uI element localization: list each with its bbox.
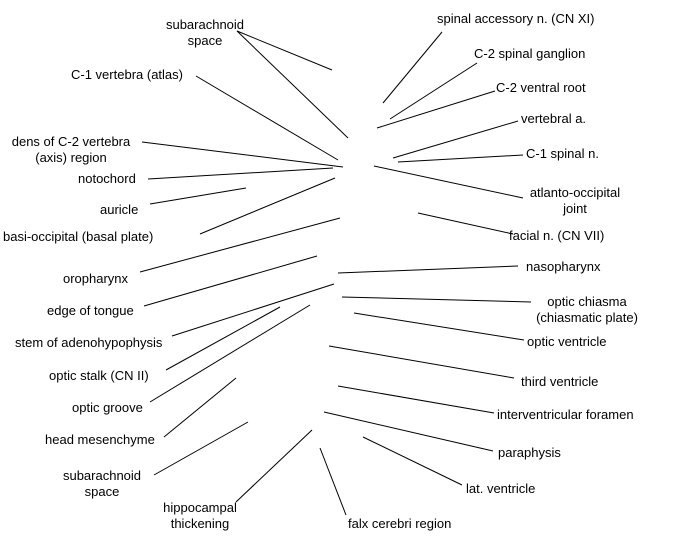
leader-c2-ventral-root <box>376 90 496 129</box>
label-optic-chiasma: optic chiasma (chiasmatic plate) <box>536 294 638 325</box>
label-c1-vertebra: C-1 vertebra (atlas) <box>71 67 183 82</box>
leader-optic-chiasma <box>341 296 532 303</box>
leader-notochord <box>147 167 334 180</box>
label-auricle: auricle <box>100 202 139 217</box>
label-edge-of-tongue: edge of tongue <box>47 303 134 318</box>
label-nasopharynx: nasopharynx <box>526 259 601 274</box>
label-subarachnoid-space-bottom: subarachnoid space <box>62 468 142 499</box>
leader-hippocampal-thickening <box>235 429 313 503</box>
label-falx-cerebri: falx cerebri region <box>348 516 452 531</box>
label-c2-ventral-root: C-2 ventral root <box>496 80 586 95</box>
label-head-mesenchyme: head mesenchyme <box>45 432 155 447</box>
label-facial-n: facial n. (CN VII) <box>509 228 605 243</box>
leader-vertebral-a <box>392 120 519 159</box>
leader-falx-cerebri <box>319 447 347 516</box>
label-c1-spinal-n: C-1 spinal n. <box>526 146 599 161</box>
leader-optic-ventricle <box>353 312 525 341</box>
leader-head-mesenchyme <box>163 377 237 438</box>
leader-dens <box>141 141 344 168</box>
leader-facial-n <box>417 212 514 235</box>
label-notochord: notochord <box>78 171 136 186</box>
leader-subarachnoid-space-bottom <box>153 421 249 476</box>
label-dens: dens of C-2 vertebra (axis) region <box>11 134 131 165</box>
label-atlanto-occipital: atlanto-occipital joint <box>529 185 621 216</box>
leader-c1-vertebra <box>195 75 339 161</box>
leader-interventricular-foramen <box>337 385 495 414</box>
leader-auricle <box>149 187 247 205</box>
leader-subarachnoid-space-top-a <box>236 30 333 71</box>
label-optic-stalk: optic stalk (CN II) <box>49 368 149 383</box>
label-interventricular-foramen: interventricular foramen <box>497 407 634 422</box>
leader-edge-of-tongue <box>143 255 318 307</box>
leader-oropharynx <box>139 217 341 273</box>
label-c2-spinal-ganglion: C-2 spinal ganglion <box>474 46 586 61</box>
leader-lat-ventricle <box>362 436 463 486</box>
label-vertebral-a: vertebral a. <box>521 111 587 126</box>
label-subarachnoid-space-top: subarachnoid space <box>165 17 245 48</box>
leader-optic-stalk <box>165 306 281 371</box>
label-hippocampal-thickening: hippocampal thickening <box>163 500 237 531</box>
label-stem-adenohypophysis: stem of adenohypophysis <box>15 335 163 350</box>
label-basi-occipital: basi-occipital (basal plate) <box>3 229 154 244</box>
label-spinal-accessory: spinal accessory n. (CN XI) <box>437 11 595 26</box>
leader-subarachnoid-space-top-b <box>236 30 349 139</box>
leader-paraphysis <box>323 411 494 452</box>
label-oropharynx: oropharynx <box>63 271 129 286</box>
leader-basi-occipital <box>199 177 336 235</box>
leader-c1-spinal-n <box>397 154 524 163</box>
leader-spinal-accessory <box>382 31 443 104</box>
leader-stem-adenohypophysis <box>171 283 335 337</box>
label-paraphysis: paraphysis <box>498 445 561 460</box>
label-lat-ventricle: lat. ventricle <box>466 481 536 496</box>
label-third-ventricle: third ventricle <box>521 374 599 389</box>
leader-optic-groove <box>149 304 311 403</box>
label-optic-groove: optic groove <box>72 400 143 415</box>
leader-atlanto-occipital <box>373 165 524 199</box>
leader-third-ventricle <box>328 345 515 379</box>
leader-nasopharynx <box>337 265 519 274</box>
label-optic-ventricle: optic ventricle <box>527 334 607 349</box>
leader-c2-spinal-ganglion <box>389 62 478 120</box>
